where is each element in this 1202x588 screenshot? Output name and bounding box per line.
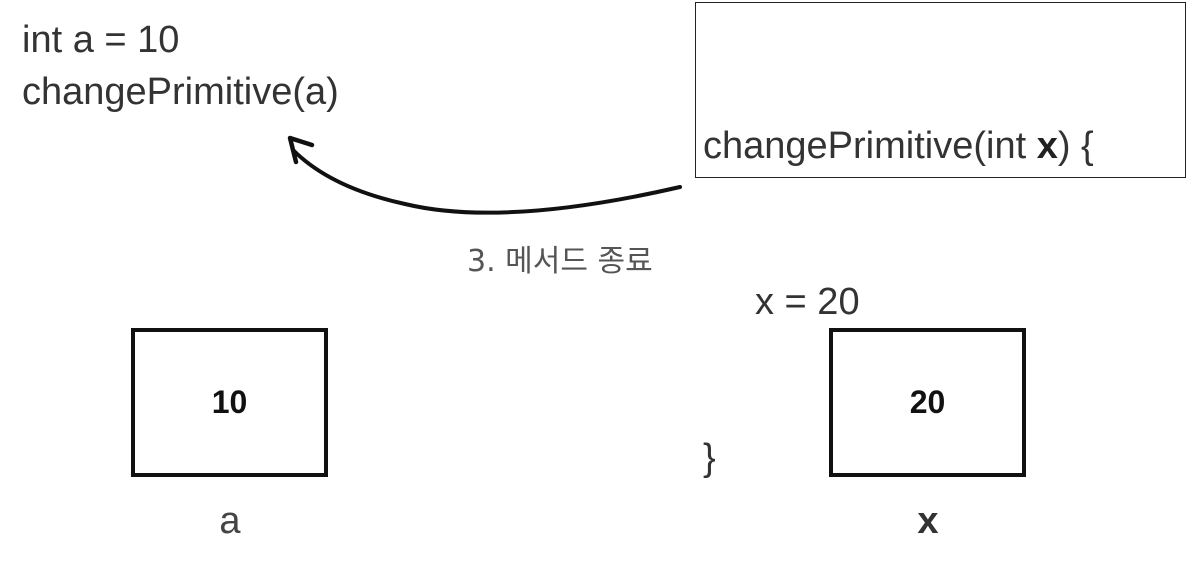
variable-label-a: a (219, 500, 241, 542)
variable-label-x: x (917, 500, 939, 542)
return-arrow (287, 135, 682, 215)
step-label-method-end: 3. 메서드 종료 (467, 244, 653, 279)
caller-code-block: int a = 10 changePrimitive(a) (22, 14, 339, 118)
method-body-line: x = 20 (755, 281, 860, 323)
return-arrow-curve (291, 148, 682, 215)
method-signature-suffix: ) { (1057, 125, 1094, 167)
caller-line-declaration: int a = 10 (22, 19, 180, 61)
method-signature-prefix: changePrimitive(int (703, 125, 1037, 167)
method-parameter-name: x (1036, 125, 1058, 167)
variable-box-a: 10 (131, 328, 328, 477)
method-signature: changePrimitive(int x) { (703, 120, 1094, 172)
return-arrow-head-icon (287, 135, 315, 165)
method-code-block: changePrimitive(int x) { x = 20 } (703, 16, 1094, 588)
method-closing-brace: } (703, 437, 716, 479)
variable-box-x: 20 (829, 328, 1026, 477)
caller-line-method-call: changePrimitive(a) (22, 71, 339, 113)
method-definition-box: changePrimitive(int x) { x = 20 } (695, 2, 1186, 479)
